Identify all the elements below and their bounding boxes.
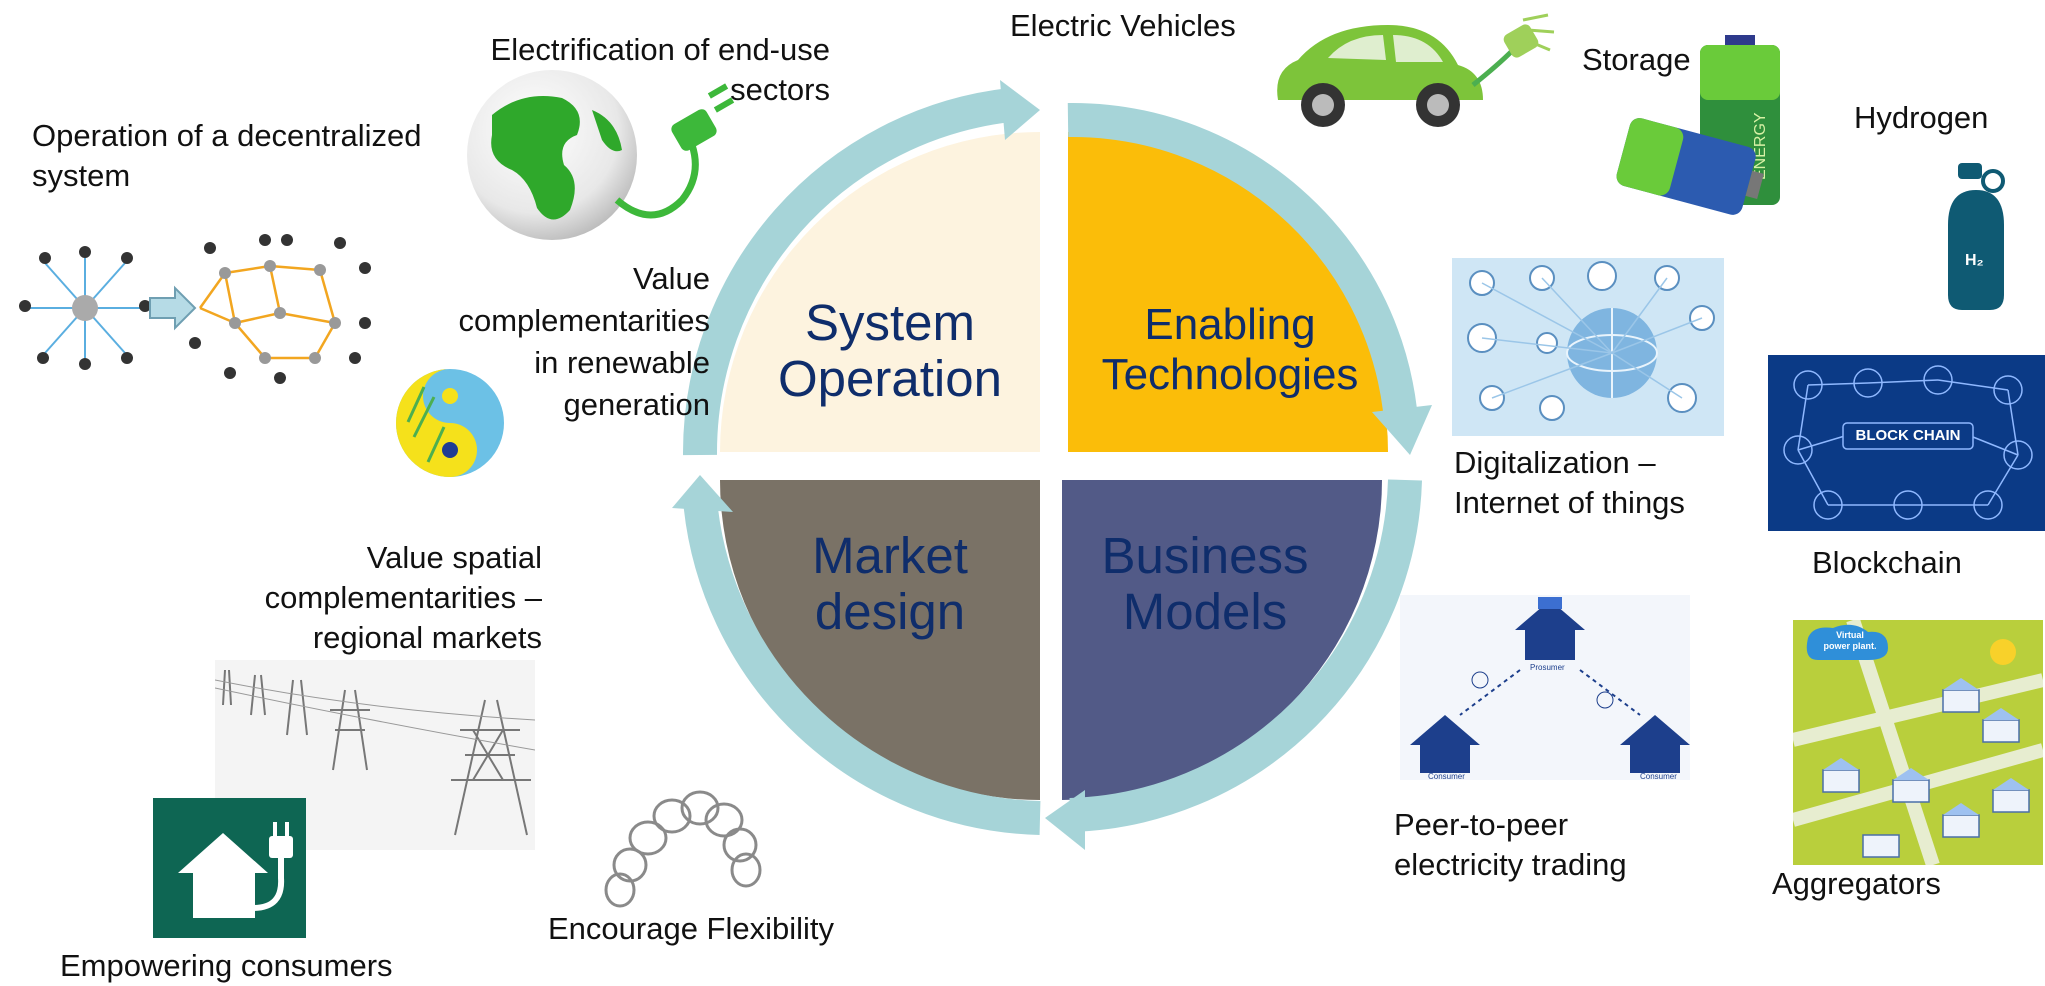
- label-line: regional markets: [312, 620, 542, 655]
- p2p-role-consumer-right: Consumer: [1640, 772, 1677, 781]
- label-line: Value: [633, 261, 710, 296]
- quadrant-label-enabling-technologies: Enabling Technologies: [1080, 300, 1380, 400]
- label-value-renewable: Value complementarities in renewable gen…: [400, 258, 710, 426]
- battery-energy-text: ENERGY: [1752, 112, 1769, 180]
- quadrant-label-system-operation: System Operation: [750, 295, 1030, 407]
- ring-arrowhead-bottom: [1045, 790, 1085, 850]
- quadrant-label-line: Technologies: [1101, 350, 1359, 399]
- label-line: Operation of a decentralized: [32, 118, 422, 153]
- decentralized-network-icon: [19, 234, 371, 384]
- label-digitalization: Digitalization – Internet of things: [1454, 443, 1685, 523]
- label-line: complementarities –: [264, 580, 542, 615]
- empowering-consumers-icon: [153, 798, 306, 938]
- p2p-trading-image: Prosumer Consumer Consumer: [1400, 595, 1690, 781]
- label-blockchain: Blockchain: [1812, 545, 1962, 580]
- quadrant-label-line: Operation: [778, 350, 1002, 407]
- blockchain-image: BLOCK CHAIN: [1768, 355, 2045, 531]
- quadrant-label-line: Market: [812, 527, 968, 584]
- quadrant-business-models: [1062, 480, 1382, 800]
- vpp-title-line: Virtual: [1836, 630, 1864, 640]
- label-line: in renewable: [534, 345, 710, 380]
- quadrant-label-line: design: [814, 583, 966, 640]
- label-electric-vehicles: Electric Vehicles: [1010, 8, 1236, 43]
- label-storage: Storage: [1582, 42, 1691, 77]
- label-hydrogen: Hydrogen: [1854, 100, 1989, 135]
- quadrant-label-line: Business: [1101, 527, 1309, 584]
- quadrant-label-line: Enabling: [1144, 300, 1316, 349]
- label-line: Peer-to-peer: [1394, 807, 1569, 842]
- label-line: generation: [563, 387, 710, 422]
- label-line: complementarities: [458, 303, 710, 338]
- electric-car-icon: [1277, 13, 1555, 127]
- p2p-role-prosumer: Prosumer: [1530, 663, 1565, 672]
- ring-arc-bottom-right: [1069, 479, 1422, 832]
- hydrogen-tank-icon: H₂: [1948, 163, 2005, 310]
- quadrant-label-business-models: Business Models: [1065, 528, 1345, 640]
- ring-arrowhead-right: [1372, 405, 1432, 455]
- globe-plug-icon: [467, 70, 735, 240]
- vpp-title-line: power plant.: [1823, 641, 1877, 651]
- quadrant-label-line: Models: [1122, 583, 1288, 640]
- label-encourage-flexibility: Encourage Flexibility: [548, 911, 835, 946]
- quadrant-label-market-design: Market design: [750, 528, 1030, 640]
- label-line: system: [32, 158, 131, 193]
- ring-arrowhead-left: [672, 475, 733, 512]
- label-aggregators: Aggregators: [1772, 866, 1941, 901]
- label-electrification: Electrification of end-use sectors: [420, 30, 830, 110]
- label-value-spatial: Value spatial complementarities – region…: [180, 538, 542, 658]
- label-line: Internet of things: [1454, 485, 1685, 520]
- iot-network-icon: [1452, 258, 1724, 436]
- hydrogen-symbol: H₂: [1965, 252, 1984, 269]
- quadrant-enabling-technologies: [1068, 132, 1388, 452]
- p2p-role-consumer-left: Consumer: [1428, 772, 1465, 781]
- ring-arc-bottom-left: [683, 498, 1041, 835]
- label-line: Value spatial: [366, 540, 542, 575]
- quadrant-system-operation: [720, 132, 1040, 452]
- ring-arrowhead-top: [1000, 80, 1040, 140]
- ring-arc-top-left: [682, 88, 1012, 456]
- label-p2p-trading: Peer-to-peer electricity trading: [1394, 805, 1627, 885]
- blockchain-banner-text: BLOCK CHAIN: [1855, 427, 1961, 444]
- spring-flexibility-icon: [604, 790, 762, 908]
- label-line: Electrification of end-use: [490, 32, 830, 67]
- ring-arc-top-right: [1067, 102, 1417, 413]
- label-line: sectors: [730, 72, 830, 107]
- label-empowering-consumers: Empowering consumers: [60, 948, 393, 983]
- label-line: electricity trading: [1394, 847, 1627, 882]
- virtual-power-plant-image: Virtual power plant.: [1793, 620, 2043, 865]
- quadrant-label-line: System: [804, 294, 976, 351]
- label-decentralized-system: Operation of a decentralized system: [32, 116, 421, 196]
- battery-storage-icon: ENERGY: [1616, 35, 1780, 215]
- yin-yang-renewable-icon: [396, 369, 504, 477]
- quadrant-market-design: [720, 480, 1040, 800]
- vpp-title: Virtual power plant.: [1811, 630, 1889, 652]
- label-line: Digitalization –: [1454, 445, 1656, 480]
